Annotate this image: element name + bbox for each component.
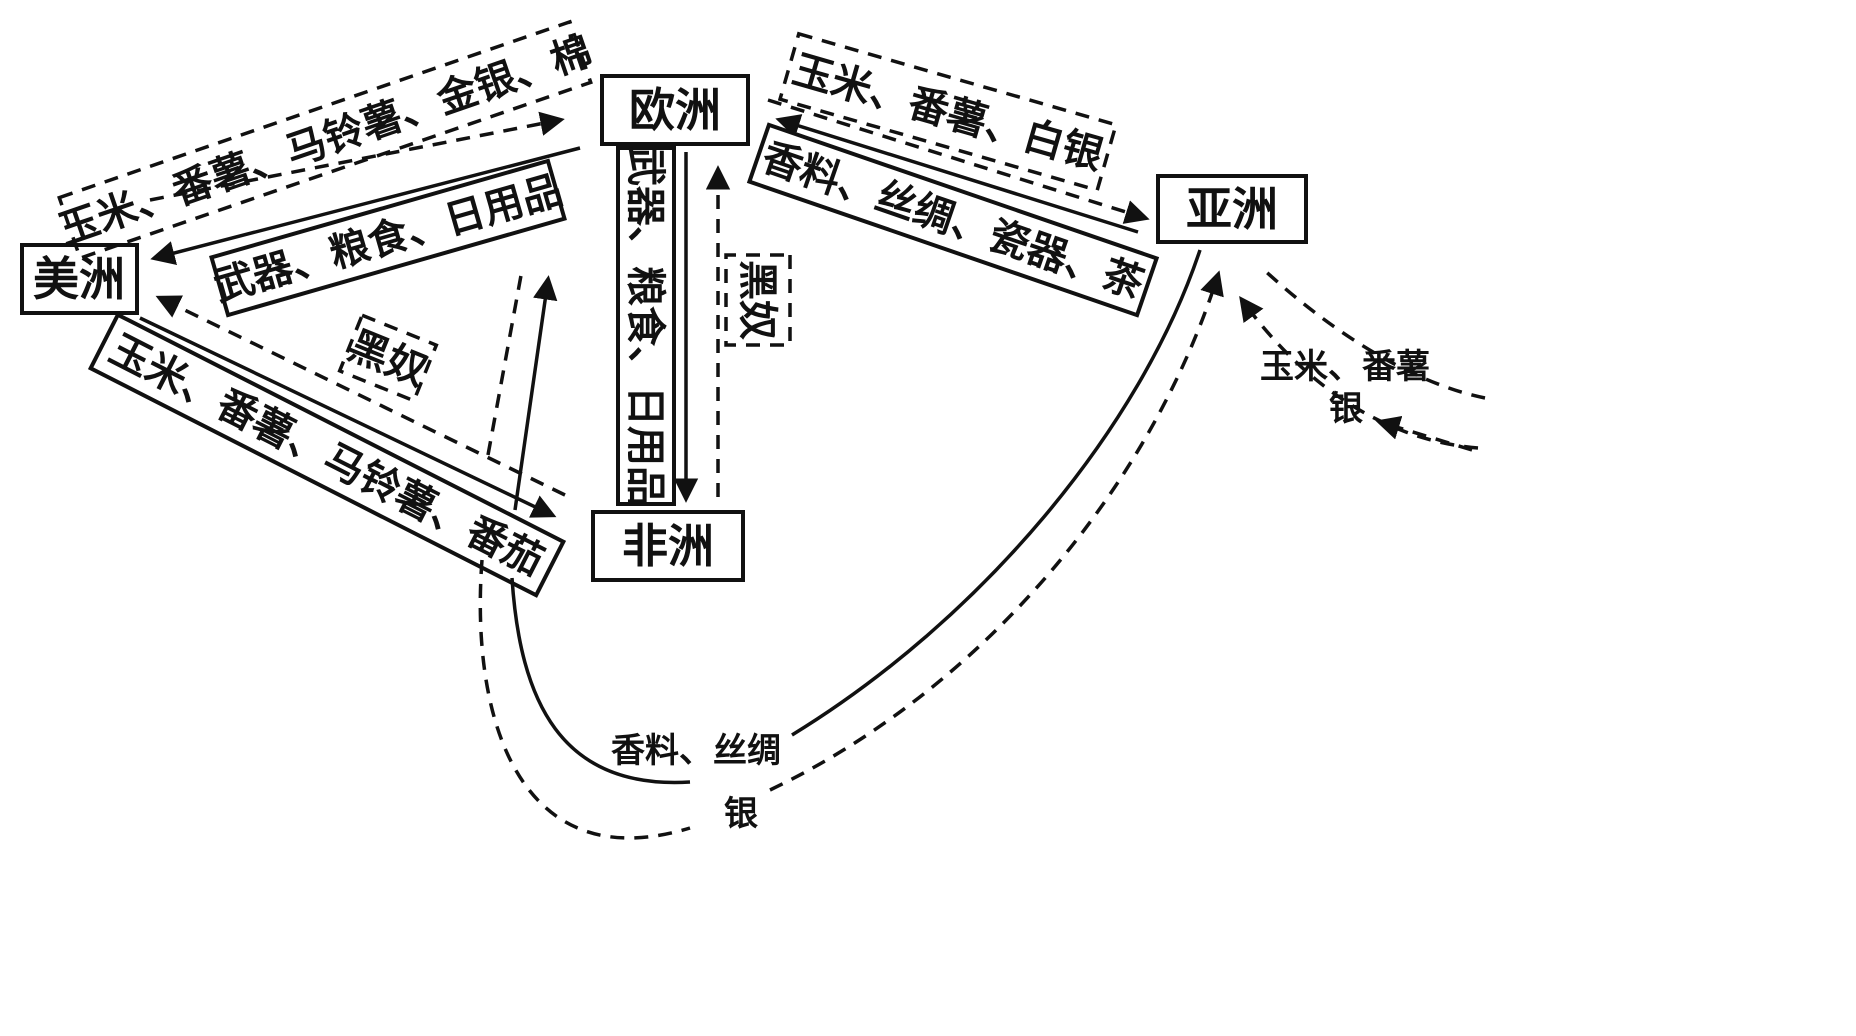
route-americas-to-africa: 玉米、番薯、马铃薯、番茄 [87,312,567,598]
goods-pacific-bottom: 香料、丝绸 [611,731,781,771]
continent-europe-label: 欧洲 [629,83,721,137]
goods-europe-to-americas: 武器、粮食、日用品 [209,167,568,310]
slaves-label-mid: 黑奴 [734,260,780,340]
route-pacific-bottom: 香料、丝绸 银 [478,249,1224,840]
continent-africa-label: 非洲 [622,519,714,573]
route-pacific-right: 玉米、番薯 银 [1239,266,1486,452]
continent-asia: 亚洲 [1156,174,1308,244]
continent-americas: 美洲 [20,243,139,315]
goods-europe-to-africa: 武器、粮食、日用品 [622,146,668,506]
silver-pacific-right: 银 [1329,389,1363,429]
route-europe-to-africa: 武器、粮食、日用品 [616,146,699,506]
route-africa-to-europe-mid [486,269,558,511]
route-africa-to-europe: 黑奴 [705,165,792,497]
continent-americas-label: 美洲 [33,252,125,306]
silver-pacific-bottom: 银 [724,794,758,834]
goods-americas-to-africa: 玉米、番薯、马铃薯、番茄 [102,326,551,585]
slaves-label-left: 黑奴 [342,323,433,396]
continent-africa: 非洲 [591,510,745,582]
goods-pacific-right: 玉米、番薯 [1260,347,1430,387]
continent-europe: 欧洲 [600,74,750,146]
continent-asia-label: 亚洲 [1186,182,1278,236]
